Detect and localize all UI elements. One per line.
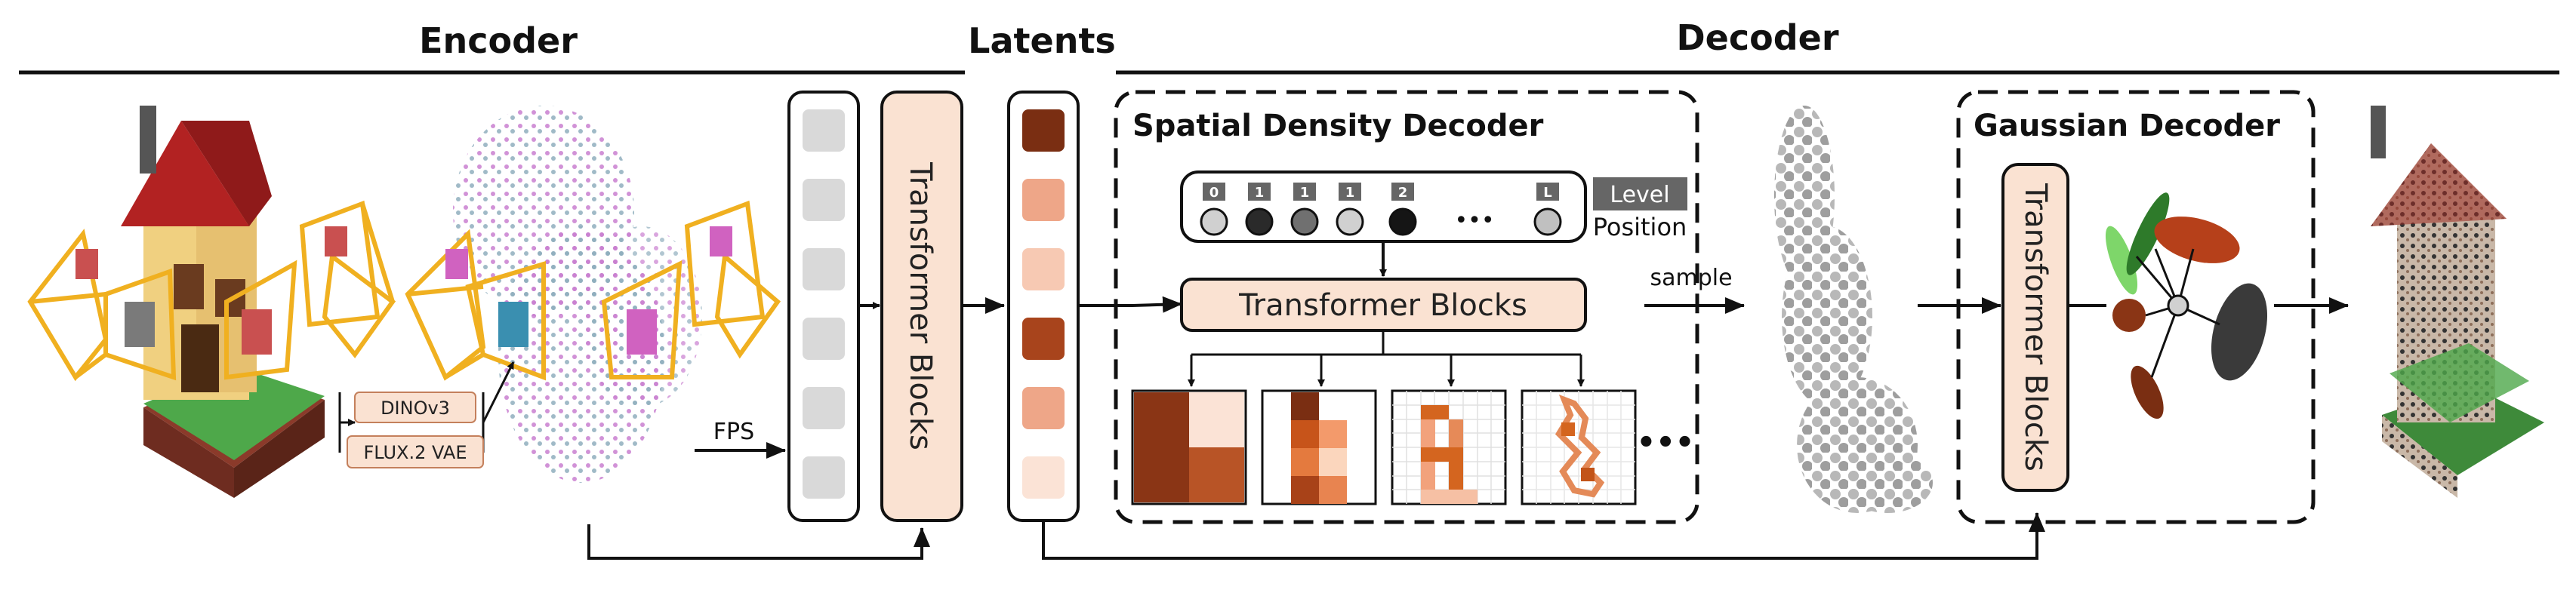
fps-label: FPS xyxy=(713,419,754,445)
level-position-strip xyxy=(1180,170,1587,243)
encoder-skip-connection xyxy=(587,524,930,560)
gaussian-transformer-blocks xyxy=(2001,163,2069,492)
level-tag-box xyxy=(1593,177,1687,210)
input-house-image xyxy=(121,106,325,498)
camera-thumbnails-right xyxy=(445,226,732,355)
position-circles xyxy=(1200,207,1562,236)
reconstructed-house-output xyxy=(2371,106,2544,498)
flux-vae-box xyxy=(347,435,484,468)
spatial-density-decoder-title: Spatial Density Decoder xyxy=(1132,109,1544,143)
latent-token xyxy=(1022,387,1065,429)
level-tag-label: 2 xyxy=(1398,185,1408,201)
grid-ellipsis: ••• xyxy=(1637,425,1695,460)
transformer-to-grids-arrows xyxy=(1188,330,1585,387)
dinov3-label: DINOv3 xyxy=(381,398,450,419)
gaussian-transformer-label: Transformer Blocks xyxy=(2018,183,2053,471)
latents-to-sdd-arrow xyxy=(1078,296,1182,313)
camera-thumbnails-left xyxy=(75,226,347,355)
density-grid-level-2 xyxy=(1261,389,1377,505)
density-grid-level-3 xyxy=(1391,389,1507,505)
camera-frusta-left xyxy=(27,200,396,382)
level-text: Level xyxy=(1610,182,1669,208)
level-tags: 0 1 1 1 2 L xyxy=(1203,183,1559,201)
latent-tokens xyxy=(1022,109,1065,499)
latent-token xyxy=(1022,179,1065,221)
latent-token xyxy=(1022,109,1065,152)
level-tag-label: 1 xyxy=(1255,185,1265,201)
sdd-transformer-label: Transformer Blocks xyxy=(1238,288,1527,323)
level-ellipsis: ••• xyxy=(1454,207,1494,234)
dinov3-box xyxy=(354,392,476,423)
query-token-column xyxy=(787,91,860,522)
camera-frusta-right xyxy=(405,200,781,381)
level-tag-label: L xyxy=(1543,185,1551,201)
level-tag-label: 1 xyxy=(1300,185,1310,201)
input-point-cloud xyxy=(453,106,702,483)
position-text: Position xyxy=(1593,213,1687,241)
encoder-header: Encoder xyxy=(419,20,578,61)
latent-token xyxy=(1022,456,1065,499)
latent-token xyxy=(1022,318,1065,360)
sampled-gaussian-centers xyxy=(1774,106,1933,513)
gaussian-decoder-title: Gaussian Decoder xyxy=(1974,109,2280,143)
level-tag-label: 1 xyxy=(1345,185,1355,201)
latents-header: Latents xyxy=(968,20,1116,61)
flux-vae-label: FLUX.2 VAE xyxy=(364,442,467,463)
sample-label: sample xyxy=(1650,265,1732,291)
gaussian-decoder-box xyxy=(1956,90,2316,524)
density-grid-level-1 xyxy=(1131,389,1247,505)
latents-skip-connection xyxy=(1042,512,2045,560)
query-tokens xyxy=(803,109,845,499)
level-tag-label: 0 xyxy=(1209,185,1219,201)
decoder-header: Decoder xyxy=(1676,17,1838,58)
latent-token-column xyxy=(1007,91,1080,522)
encoder-transformer-label: Transformer Blocks xyxy=(903,161,938,450)
latent-token xyxy=(1022,248,1065,290)
gaussian-attributes xyxy=(2105,192,2268,419)
density-grid-level-4 xyxy=(1521,389,1637,505)
